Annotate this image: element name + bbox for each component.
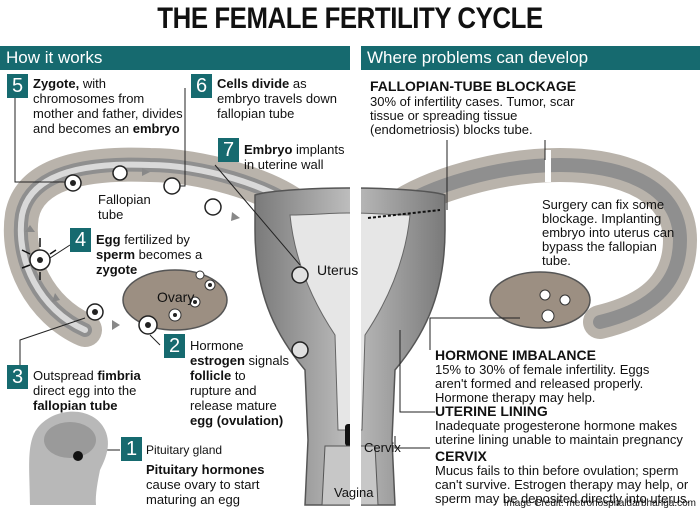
- step-6-desc: as embryo travels down fallopian tube: [217, 76, 337, 121]
- label-uterus: Uterus: [317, 262, 359, 278]
- step-5-desc: with chromosomes from mother and father,…: [33, 76, 183, 136]
- cervix-text: Mucus fails to thin before ovulation; sp…: [435, 463, 691, 506]
- step-5-bold-2: embryo: [132, 121, 180, 136]
- header-how-it-works: How it works: [0, 46, 350, 70]
- blockage-text: 30% of infertility cases. Tumor, scar ti…: [370, 94, 575, 137]
- step-1-label: Pituitary gland: [146, 443, 223, 457]
- step-4-text: Egg fertilized by sperm becomes a zygote: [96, 232, 206, 277]
- label-ovary: Ovary: [157, 289, 195, 305]
- step-3-bold: fimbria: [97, 368, 141, 383]
- hormone-title: HORMONE IMBALANCE: [435, 347, 596, 363]
- step-6-text: Cells divide as embryo travels down fall…: [217, 76, 347, 121]
- step-7-badge: 7: [218, 138, 239, 162]
- step-5-text: Zygote, with chromosomes from mother and…: [33, 76, 183, 136]
- step-1-bold: Pituitary hormones: [146, 462, 265, 477]
- step-6-bold: Cells divide: [217, 76, 290, 91]
- step-7-bold: Embryo: [244, 142, 293, 157]
- right-ovary: [489, 271, 591, 329]
- step-4-bold-2: sperm: [96, 247, 136, 262]
- cervix-title: CERVIX: [435, 448, 487, 464]
- hormone-text: 15% to 30% of female infertility. Eggs a…: [435, 362, 650, 405]
- step-5-badge: 5: [7, 74, 28, 98]
- step-1-text: Pituitary hormones cause ovary to start …: [146, 462, 286, 507]
- blockage-title: FALLOPIAN-TUBE BLOCKAGE: [370, 78, 577, 94]
- image-credit: Image Credit: metrohospitaldarbhanga.com: [503, 498, 696, 509]
- surgery-text: Surgery can fix some blockage. Implantin…: [542, 197, 675, 268]
- header-where-problems: Where problems can develop: [361, 46, 700, 70]
- step-4-desc: fertilized by: [124, 232, 190, 247]
- label-vagina: Vagina: [334, 485, 374, 500]
- step-1-desc: cause ovary to start maturing an egg: [146, 477, 260, 507]
- step-4-badge: 4: [70, 228, 91, 252]
- lining-title: UTERINE LINING: [435, 403, 548, 419]
- step-7-text: Embryo implants in uterine wall: [244, 142, 349, 172]
- step-4-desc-2: becomes a: [138, 247, 203, 262]
- step-1-badge: 1: [121, 437, 142, 461]
- step-7-desc: implants in uterine wall: [244, 142, 345, 172]
- step-3-mid: direct egg into the: [33, 383, 137, 398]
- step-2-bold-2: follicle: [190, 368, 232, 383]
- step-3-pre: Outspread: [33, 368, 94, 383]
- step-4-bold: Egg: [96, 232, 121, 247]
- step-3-text: Outspread fimbria direct egg into the fa…: [33, 368, 163, 413]
- page-title: THE FEMALE FERTILITY CYCLE: [157, 2, 543, 35]
- step-3-bold-2: fallopian tube: [33, 398, 118, 413]
- step-5-bold: Zygote,: [33, 76, 80, 91]
- step-4-bold-3: zygote: [96, 262, 138, 277]
- left-ovary: [122, 269, 228, 331]
- step-2-badge: 2: [164, 334, 185, 358]
- lining-text: Inadequate progesterone hormone makes ut…: [435, 418, 683, 447]
- step-2-bold: estrogen: [190, 353, 245, 368]
- step-2-pre: Hormone: [190, 338, 244, 353]
- label-fallopian-tube: Fallopian tube: [98, 192, 151, 222]
- step-2-text: Hormone estrogen signals follicle to rup…: [190, 338, 290, 428]
- step-2-post: to rupture and release mature: [190, 368, 277, 413]
- step-2-bold-3: egg (ovulation): [190, 413, 284, 428]
- step-3-badge: 3: [7, 365, 28, 389]
- step-6-badge: 6: [191, 74, 212, 98]
- label-cervix: Cervix: [364, 440, 401, 455]
- step-2-mid: signals: [248, 353, 289, 368]
